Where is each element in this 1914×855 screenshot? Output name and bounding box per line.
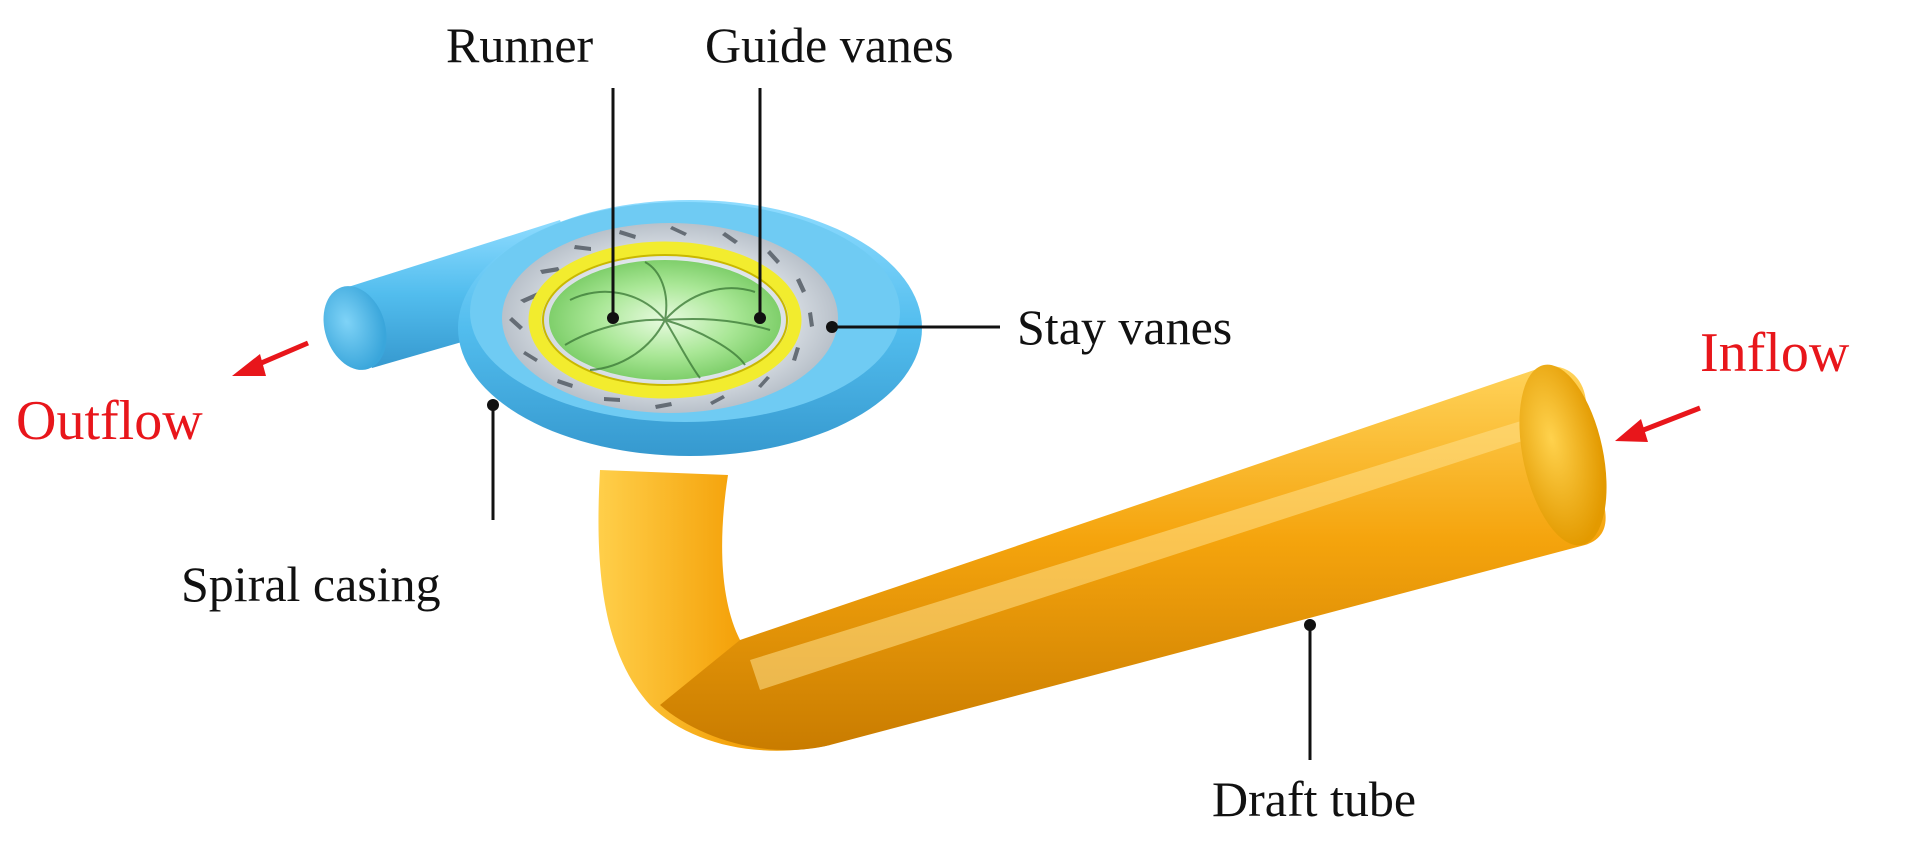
leader-dots xyxy=(487,312,1316,631)
draft-tube-inlet-cap xyxy=(1519,364,1607,546)
guide-vane-ring xyxy=(528,241,802,399)
label-guide-vanes: Guide vanes xyxy=(705,17,954,73)
label-runner: Runner xyxy=(446,17,594,73)
label-outflow: Outflow xyxy=(16,390,203,452)
leader-dot-spiral-casing xyxy=(487,399,499,411)
label-draft-tube: Draft tube xyxy=(1212,771,1417,827)
spiral-casing xyxy=(458,200,922,456)
inflow-arrow xyxy=(1615,405,1701,442)
outlet-pipe-end-cap xyxy=(323,286,387,370)
leader-dot-guide-vanes xyxy=(754,312,766,324)
leader-dot-runner xyxy=(607,312,619,324)
leader-dot-stay-vanes xyxy=(826,321,838,333)
draft-tube xyxy=(598,364,1607,751)
guide-vane-ring-inner-edge xyxy=(542,254,788,386)
runner-blades xyxy=(564,261,771,379)
label-spiral-casing: Spiral casing xyxy=(181,556,441,612)
inflow-arrow-head xyxy=(1615,419,1648,442)
draft-tube-highlight xyxy=(750,412,1556,690)
outflow-arrow xyxy=(232,340,309,376)
leader-dot-draft-tube xyxy=(1304,619,1316,631)
outflow-arrow-head xyxy=(232,354,266,376)
leader-lines xyxy=(491,88,1312,760)
label-stay-vanes: Stay vanes xyxy=(1017,299,1233,355)
label-inflow: Inflow xyxy=(1700,322,1850,384)
